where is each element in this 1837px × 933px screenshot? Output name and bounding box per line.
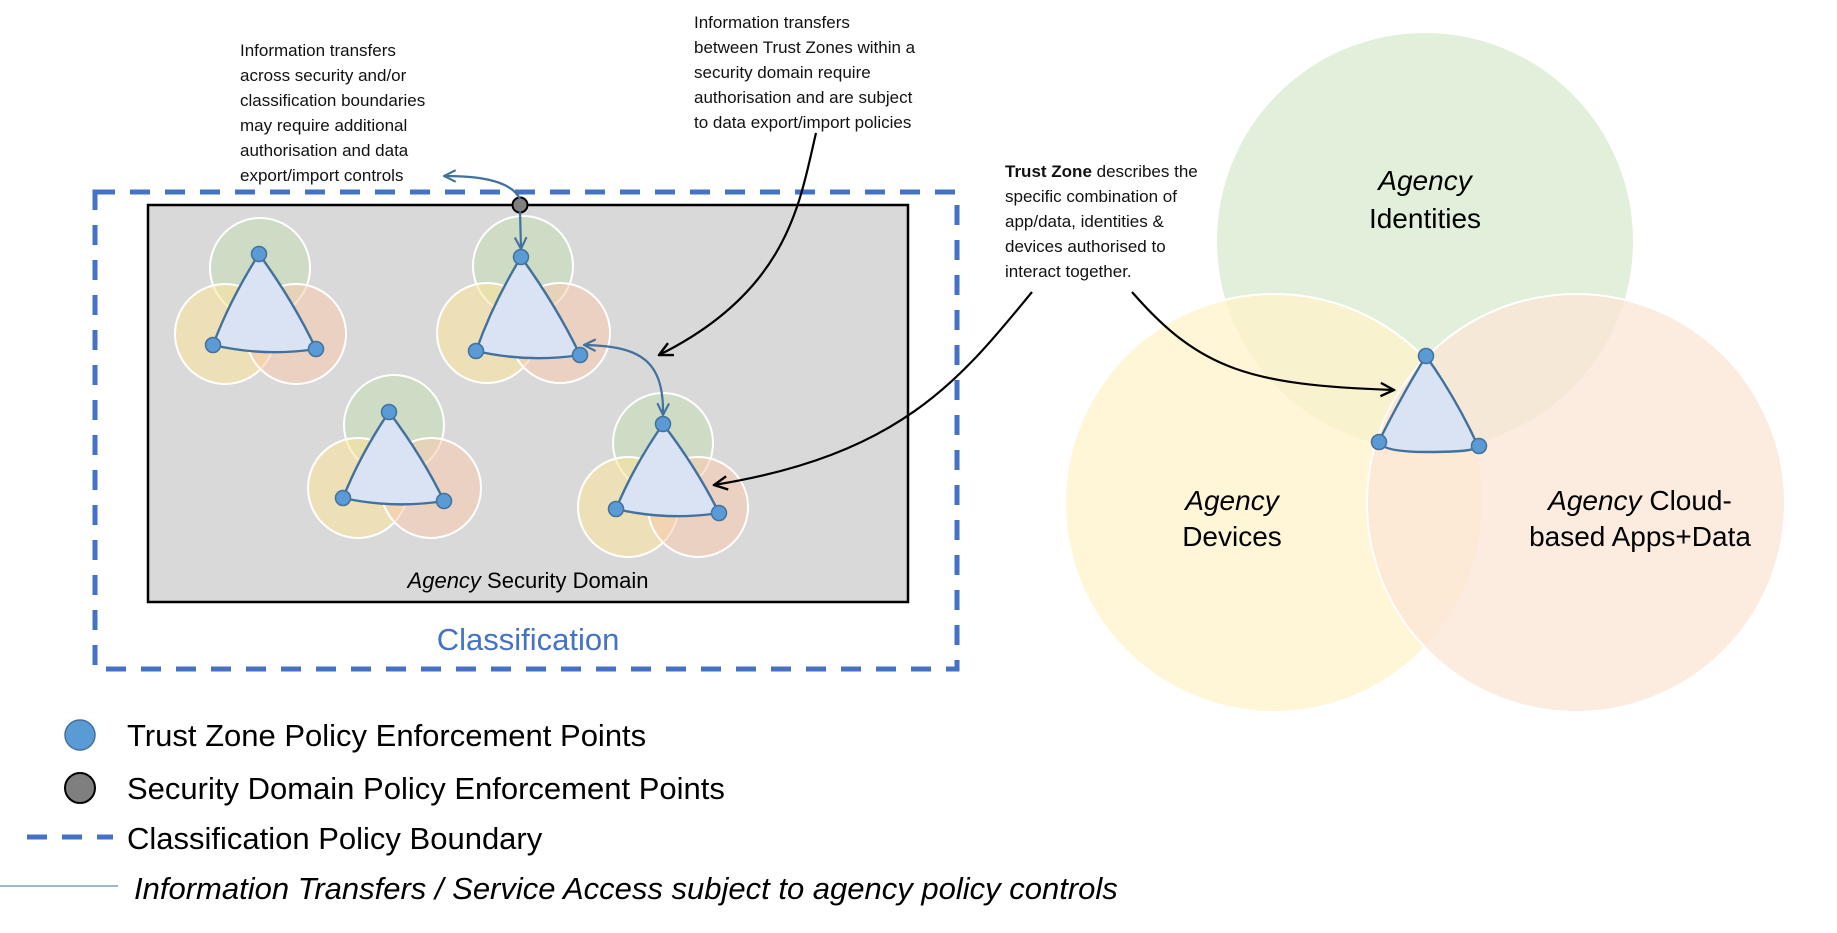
trust-zone-clusters: [174, 215, 749, 558]
venn-label-identities-italic: Agency: [1376, 165, 1473, 196]
classification-label: Classification: [437, 622, 620, 657]
legend-item-classification-boundary: Classification Policy Boundary: [27, 821, 543, 856]
blue-circle-icon: [64, 719, 96, 751]
note-line: export/import controls: [240, 166, 403, 185]
note-trust-zone-line: devices authorised to: [1005, 237, 1166, 256]
trust-zone-pep[interactable]: [512, 248, 530, 266]
callout-arrow-trust-zone-left: [714, 291, 1033, 485]
legend-item-trust-zone-pep: Trust Zone Policy Enforcement Points: [64, 718, 646, 753]
note-line: classification boundaries: [240, 91, 425, 110]
venn-diagram: Agency Identities Agency Devices Agency …: [1064, 31, 1786, 713]
trust-zone-pep[interactable]: [1417, 347, 1435, 365]
security-domain-pep[interactable]: [511, 196, 529, 214]
note-line: between Trust Zones within a: [694, 38, 916, 57]
note-line: security domain require: [694, 63, 871, 82]
note-trust-zone-line1: describes the: [1092, 162, 1198, 181]
legend-item-information-transfers: Information Transfers / Service Access s…: [0, 871, 1118, 906]
trust-zone-triangle: [474, 255, 582, 360]
trust-zone-pep[interactable]: [710, 504, 728, 522]
legend-label: Classification Policy Boundary: [127, 821, 543, 856]
transfer-arrow-domain-to-zone: [520, 210, 521, 249]
legend-label: Information Transfers / Service Access s…: [134, 871, 1118, 906]
gray-circle-icon: [64, 772, 96, 804]
security-domain-label-italic: Agency: [406, 568, 483, 593]
trust-zone: [436, 215, 611, 384]
transfer-arrow-cross-boundary: [444, 176, 521, 200]
note-trust-zone-line: app/data, identities &: [1005, 212, 1164, 231]
venn-label-devices-italic: Agency: [1183, 485, 1280, 516]
classification-boundary: [92, 189, 960, 672]
venn-label-identities: Identities: [1369, 203, 1481, 234]
note-line: Information transfers: [240, 41, 396, 60]
note-trust-zone: Trust Zone describes the specific combin…: [1005, 162, 1202, 281]
trust-zone-pep[interactable]: [307, 340, 325, 358]
venn-circle-cloud: [1366, 293, 1786, 713]
note-line: authorisation and data: [240, 141, 409, 160]
legend-label: Trust Zone Policy Enforcement Points: [127, 718, 646, 753]
trust-zone: [307, 374, 482, 539]
venn-label-cloud-line2: based Apps+Data: [1529, 521, 1751, 552]
note-line: authorisation and are subject: [694, 88, 913, 107]
trust-zone-pep[interactable]: [1470, 437, 1488, 455]
trust-zone-pep[interactable]: [467, 342, 485, 360]
trust-zone-pep[interactable]: [250, 245, 268, 263]
trust-zone-pep[interactable]: [204, 336, 222, 354]
note-between-zones: Information transfers between Trust Zones…: [694, 13, 916, 132]
note-cross-boundary: Information transfers across security and…: [240, 41, 425, 185]
venn-label-cloud-line1: Agency Cloud-: [1546, 485, 1732, 516]
trust-zone-pep[interactable]: [1370, 433, 1388, 451]
note-trust-zone-term: Trust Zone: [1005, 162, 1092, 181]
venn-label-cloud-italic: Agency: [1546, 485, 1643, 516]
legend-label: Security Domain Policy Enforcement Point…: [127, 771, 725, 806]
note-line: across security and/or: [240, 66, 407, 85]
trust-zone-pep[interactable]: [607, 500, 625, 518]
transfer-arrow-between-zones: [584, 345, 663, 415]
trust-zone-pep[interactable]: [571, 346, 589, 364]
trust-zone-triangle: [341, 410, 446, 506]
trust-zone-pep[interactable]: [654, 415, 672, 433]
legend-item-security-domain-pep: Security Domain Policy Enforcement Point…: [64, 771, 725, 806]
trust-zone-pep[interactable]: [334, 489, 352, 507]
venn-label-devices: Devices: [1182, 521, 1282, 552]
security-domain-label: Agency Security Domain: [406, 568, 649, 593]
security-domain-label-rest: Security Domain: [481, 568, 649, 593]
trust-zone-pep[interactable]: [380, 403, 398, 421]
note-trust-zone-line: specific combination of: [1005, 187, 1177, 206]
note-line: may require additional: [240, 116, 407, 135]
trust-zone: [174, 217, 347, 385]
trust-zone-triangle: [211, 252, 318, 354]
trust-zone-pep[interactable]: [435, 492, 453, 510]
callout-arrow-between-zones: [659, 132, 818, 355]
note-line: to data export/import policies: [694, 113, 911, 132]
trust-zone-triangle: [614, 422, 721, 518]
venn-label-cloud-rest: Cloud-: [1642, 485, 1732, 516]
legend: Trust Zone Policy Enforcement Points Sec…: [0, 718, 1118, 906]
note-line: Information transfers: [694, 13, 850, 32]
callout-arrow-trust-zone-right: [1131, 291, 1394, 390]
venn-trust-zone-triangle: [1377, 354, 1480, 454]
venn-trust-zone: [1370, 347, 1488, 455]
note-trust-zone-line: interact together.: [1005, 262, 1132, 281]
